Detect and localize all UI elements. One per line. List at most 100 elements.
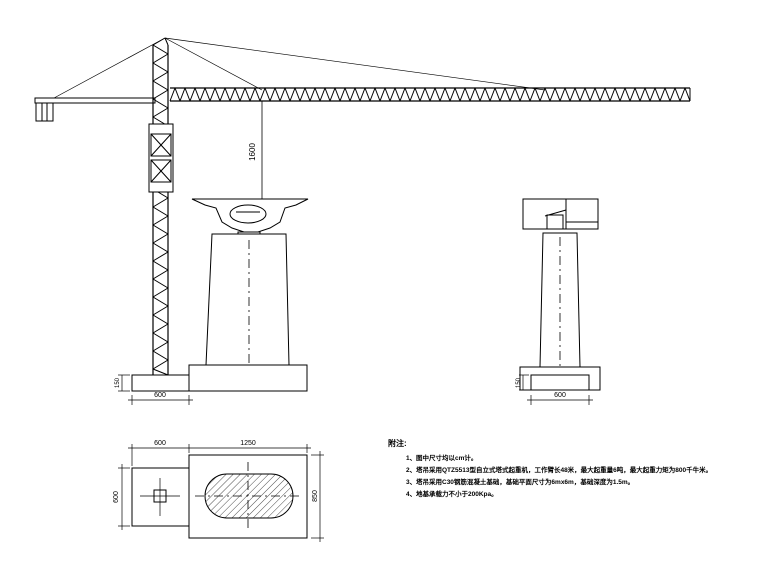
crane-base-front (131, 374, 190, 392)
jib-brace (294, 87, 301, 102)
plan-crane-base (131, 467, 190, 527)
jib-brace (279, 87, 286, 102)
jib-brace (599, 87, 606, 102)
mast-brace (152, 71, 169, 82)
jib-brace (254, 87, 261, 102)
jib-brace (594, 87, 601, 102)
tower-crane: 1600 (34, 37, 691, 376)
jib-brace (559, 87, 566, 102)
plan-width-right-label: 1250 (240, 440, 256, 447)
jib-brace (314, 87, 321, 102)
mast-brace (152, 44, 169, 55)
hook-line (258, 100, 266, 200)
jib-brace (459, 87, 466, 102)
jib-brace (244, 87, 251, 102)
jib-brace (264, 87, 271, 102)
jib-brace (654, 87, 661, 102)
jib-brace (339, 87, 346, 102)
pier-footing (188, 364, 308, 392)
jib-brace (344, 87, 351, 102)
jib-brace (304, 87, 311, 102)
jib-brace (444, 87, 451, 102)
plan-height-right-label: 850 (312, 490, 319, 502)
note-item: 2、塔吊采用QTZ5513型自立式塔式起重机，工作臂长48米，最大起重量6吨，最… (406, 467, 713, 474)
pier-front-view: 600 150 (115, 198, 309, 405)
jib-brace (504, 87, 511, 102)
jib-brace (219, 87, 226, 102)
jib-brace (434, 87, 441, 102)
jib-brace (404, 87, 411, 102)
jib-brace (479, 87, 486, 102)
mast-brace (152, 197, 169, 208)
jib-brace (529, 87, 536, 102)
mast-brace (152, 53, 169, 64)
jib-brace (549, 87, 556, 102)
jib-brace (204, 87, 211, 102)
jib-brace (514, 87, 521, 102)
mast-brace (152, 98, 169, 109)
jib-brace (384, 87, 391, 102)
mast-brace (152, 269, 169, 280)
side-dimension-lines (519, 374, 593, 405)
jib-brace (274, 87, 281, 102)
jib-brace (614, 87, 621, 102)
jib-brace (429, 87, 436, 102)
mast-brace (152, 278, 169, 289)
jib-brace (399, 87, 406, 102)
mast-brace (152, 224, 169, 235)
jib-brace (589, 87, 596, 102)
jib-brace (539, 87, 546, 102)
mast-brace (152, 89, 169, 100)
notes-block: 附注: 1、图中尺寸均以cm计。 2、塔吊采用QTZ5513型自立式塔式起重机，… (388, 438, 760, 501)
jib-brace (484, 87, 491, 102)
side-base-width-label: 600 (554, 392, 566, 399)
mast-brace (152, 296, 169, 307)
jib-brace (609, 87, 616, 102)
mast-brace (152, 107, 169, 118)
jib-brace (184, 87, 191, 102)
jib-brace (234, 87, 241, 102)
mast-brace (152, 341, 169, 352)
jib-brace (169, 87, 176, 102)
jib-brace (224, 87, 231, 102)
pier-column (205, 233, 290, 366)
crane-mast (152, 37, 169, 376)
jib-brace (394, 87, 401, 102)
crane-cables (53, 37, 546, 99)
jib-brace (664, 87, 671, 102)
jib-brace (229, 87, 236, 102)
plan-width-left-label: 600 (154, 440, 166, 447)
mast-brace (152, 314, 169, 325)
jib-brace (199, 87, 206, 102)
jib-brace (194, 87, 201, 102)
plan-pier-footing (188, 454, 308, 539)
jib-brace (544, 87, 551, 102)
side-footing (519, 366, 601, 391)
jib-brace (644, 87, 651, 102)
jib-brace (249, 87, 256, 102)
mast-brace (152, 260, 169, 271)
jib-brace (214, 87, 221, 102)
jib-brace (319, 87, 326, 102)
jib-brace (174, 87, 181, 102)
note-item: 4、地基承载力不小于200Kpa。 (406, 491, 498, 498)
mast-brace (152, 350, 169, 361)
jib-brace (209, 87, 216, 102)
mast-brace (152, 62, 169, 73)
mast-brace (152, 305, 169, 316)
jib-brace (574, 87, 581, 102)
jib-brace (179, 87, 186, 102)
jib-brace (584, 87, 591, 102)
jib-brace (624, 87, 631, 102)
jib-brace (239, 87, 246, 102)
jib-brace (629, 87, 636, 102)
mast-brace (152, 242, 169, 253)
mast-brace (152, 332, 169, 343)
jib-brace (554, 87, 561, 102)
jib-brace (369, 87, 376, 102)
mast-brace (152, 215, 169, 226)
mast-brace (152, 368, 169, 376)
jib-brace (604, 87, 611, 102)
foundation-plan-view: 600 1250 600 850 (113, 440, 324, 542)
jib-brace (329, 87, 336, 102)
